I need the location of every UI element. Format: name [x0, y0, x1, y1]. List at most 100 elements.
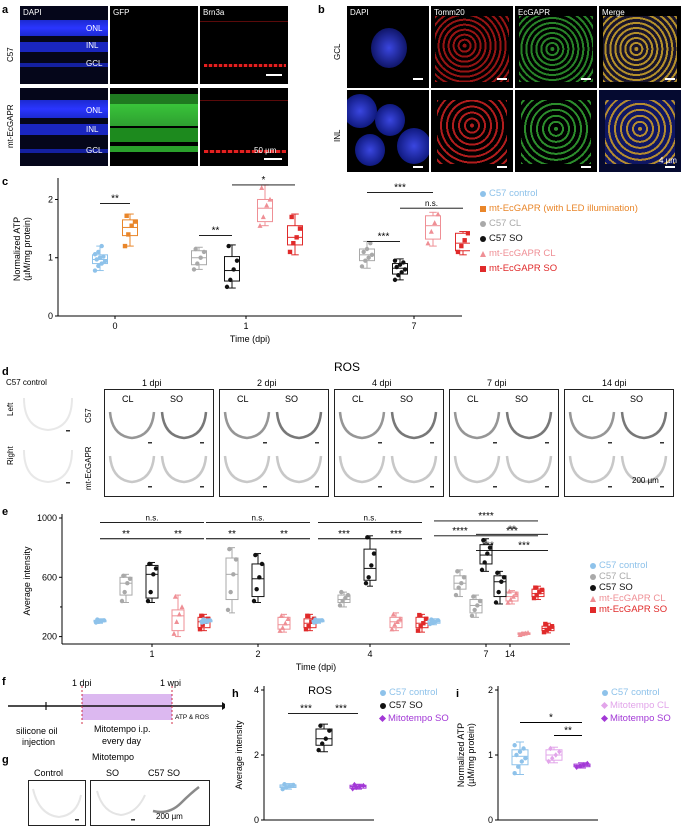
retina-section	[505, 455, 553, 484]
y-tick-label: 200	[42, 632, 57, 642]
box	[455, 232, 470, 252]
data-point	[394, 264, 399, 270]
side-label: CL	[582, 394, 594, 404]
data-point	[557, 749, 562, 755]
data-point	[397, 262, 403, 267]
data-point	[316, 747, 321, 753]
data-point	[320, 741, 325, 746]
data-point	[198, 255, 203, 260]
chart-title: ROS	[308, 685, 332, 697]
data-point	[289, 214, 294, 220]
box	[251, 563, 265, 598]
data-point	[207, 618, 213, 623]
data-point	[482, 560, 487, 565]
data-point	[392, 622, 398, 627]
legend-marker	[590, 584, 596, 591]
x-tick-label: 7	[483, 649, 488, 659]
micrograph-a-c57-dapi: DAPI ONL INL GCL	[20, 6, 108, 84]
data-point	[363, 581, 369, 586]
data-point	[369, 252, 375, 258]
ros-retina-image	[160, 455, 208, 488]
data-point	[172, 593, 178, 599]
micrograph-b-inl-ecgapr	[515, 90, 597, 172]
y-tick-label: 4	[254, 685, 259, 695]
panel-label-a: a	[2, 4, 9, 16]
data-point	[225, 607, 231, 613]
ros-retina-image	[453, 455, 501, 488]
scale-d: 200 µm	[632, 476, 659, 485]
data-point	[549, 624, 555, 629]
data-point	[282, 620, 288, 626]
treatment-window	[82, 694, 172, 720]
data-point	[493, 600, 499, 605]
data-point	[364, 246, 370, 252]
ros-retina-image	[505, 411, 553, 444]
row-label-left: Left	[6, 402, 15, 416]
data-point	[363, 258, 368, 263]
y-axis-label: Normalized ATP	[12, 217, 22, 281]
layer-gcl: GCL	[86, 59, 103, 68]
legend-label: C57 control	[389, 687, 438, 698]
data-point	[428, 228, 434, 234]
data-point	[481, 538, 486, 543]
legend-label: C57 CL	[599, 571, 632, 582]
micrograph-a-c57-gfp: GFP	[110, 6, 198, 84]
data-point	[539, 587, 545, 593]
data-point	[453, 592, 459, 598]
scale-bar	[378, 486, 382, 488]
significance-label: **	[122, 529, 130, 540]
data-point	[461, 575, 467, 580]
data-point	[227, 546, 232, 552]
data-point	[121, 573, 126, 579]
side-label: SO	[630, 394, 644, 404]
retina-section	[568, 455, 616, 484]
ros-timepoint-frame	[104, 389, 214, 497]
data-point	[174, 619, 180, 624]
row-label-gcl: GCL	[333, 43, 342, 60]
x-tick-label: 1	[149, 649, 154, 659]
data-point	[506, 588, 512, 594]
ros-retina-image	[620, 411, 668, 444]
scale-bar	[200, 442, 204, 444]
scale-bar	[200, 486, 204, 488]
ros-retina-image	[568, 455, 616, 488]
data-point	[366, 575, 371, 580]
label-g-c57so: C57 SO	[148, 768, 181, 778]
data-point	[132, 219, 138, 224]
legend-entry: mt-EcGAPR CL	[480, 246, 638, 261]
box	[171, 609, 185, 632]
scale-bar	[148, 486, 152, 488]
retina-section	[390, 455, 438, 484]
micrograph-a-c57-brn3a: Brn3a	[200, 6, 288, 84]
data-point	[148, 589, 153, 595]
row-label-mt-ecgapr: mt-EcGAPR	[6, 104, 15, 148]
data-point	[392, 258, 398, 263]
row-label-inl: INL	[333, 129, 342, 142]
significance-label: **	[111, 194, 119, 205]
data-point	[280, 624, 286, 630]
data-point	[305, 613, 310, 619]
data-point	[264, 202, 270, 208]
legend-entry: C57 control	[602, 686, 671, 699]
data-point	[96, 263, 101, 269]
legend-label: Mitotempo CL	[610, 700, 670, 711]
retina-section	[223, 411, 271, 440]
panel-label-f: f	[2, 676, 6, 688]
box	[225, 557, 239, 601]
scale-bar	[148, 442, 152, 444]
data-point	[456, 585, 461, 590]
data-point	[459, 243, 464, 249]
y-axis-label: Average intensity	[22, 546, 32, 615]
col-label-ecgapr: EcGAPR	[518, 8, 551, 17]
legend-label: Mitotempo SO	[610, 713, 671, 724]
data-point	[499, 579, 504, 584]
y-tick-label: 600	[42, 572, 57, 582]
data-point	[127, 576, 133, 581]
retina-section	[338, 455, 386, 484]
timepoint-label: 7 dpi	[487, 378, 507, 388]
box	[363, 548, 377, 581]
data-point	[297, 226, 303, 231]
legend-label: C57 SO	[389, 700, 423, 711]
significance-label: ***	[482, 541, 494, 552]
scale-bar	[660, 442, 664, 444]
